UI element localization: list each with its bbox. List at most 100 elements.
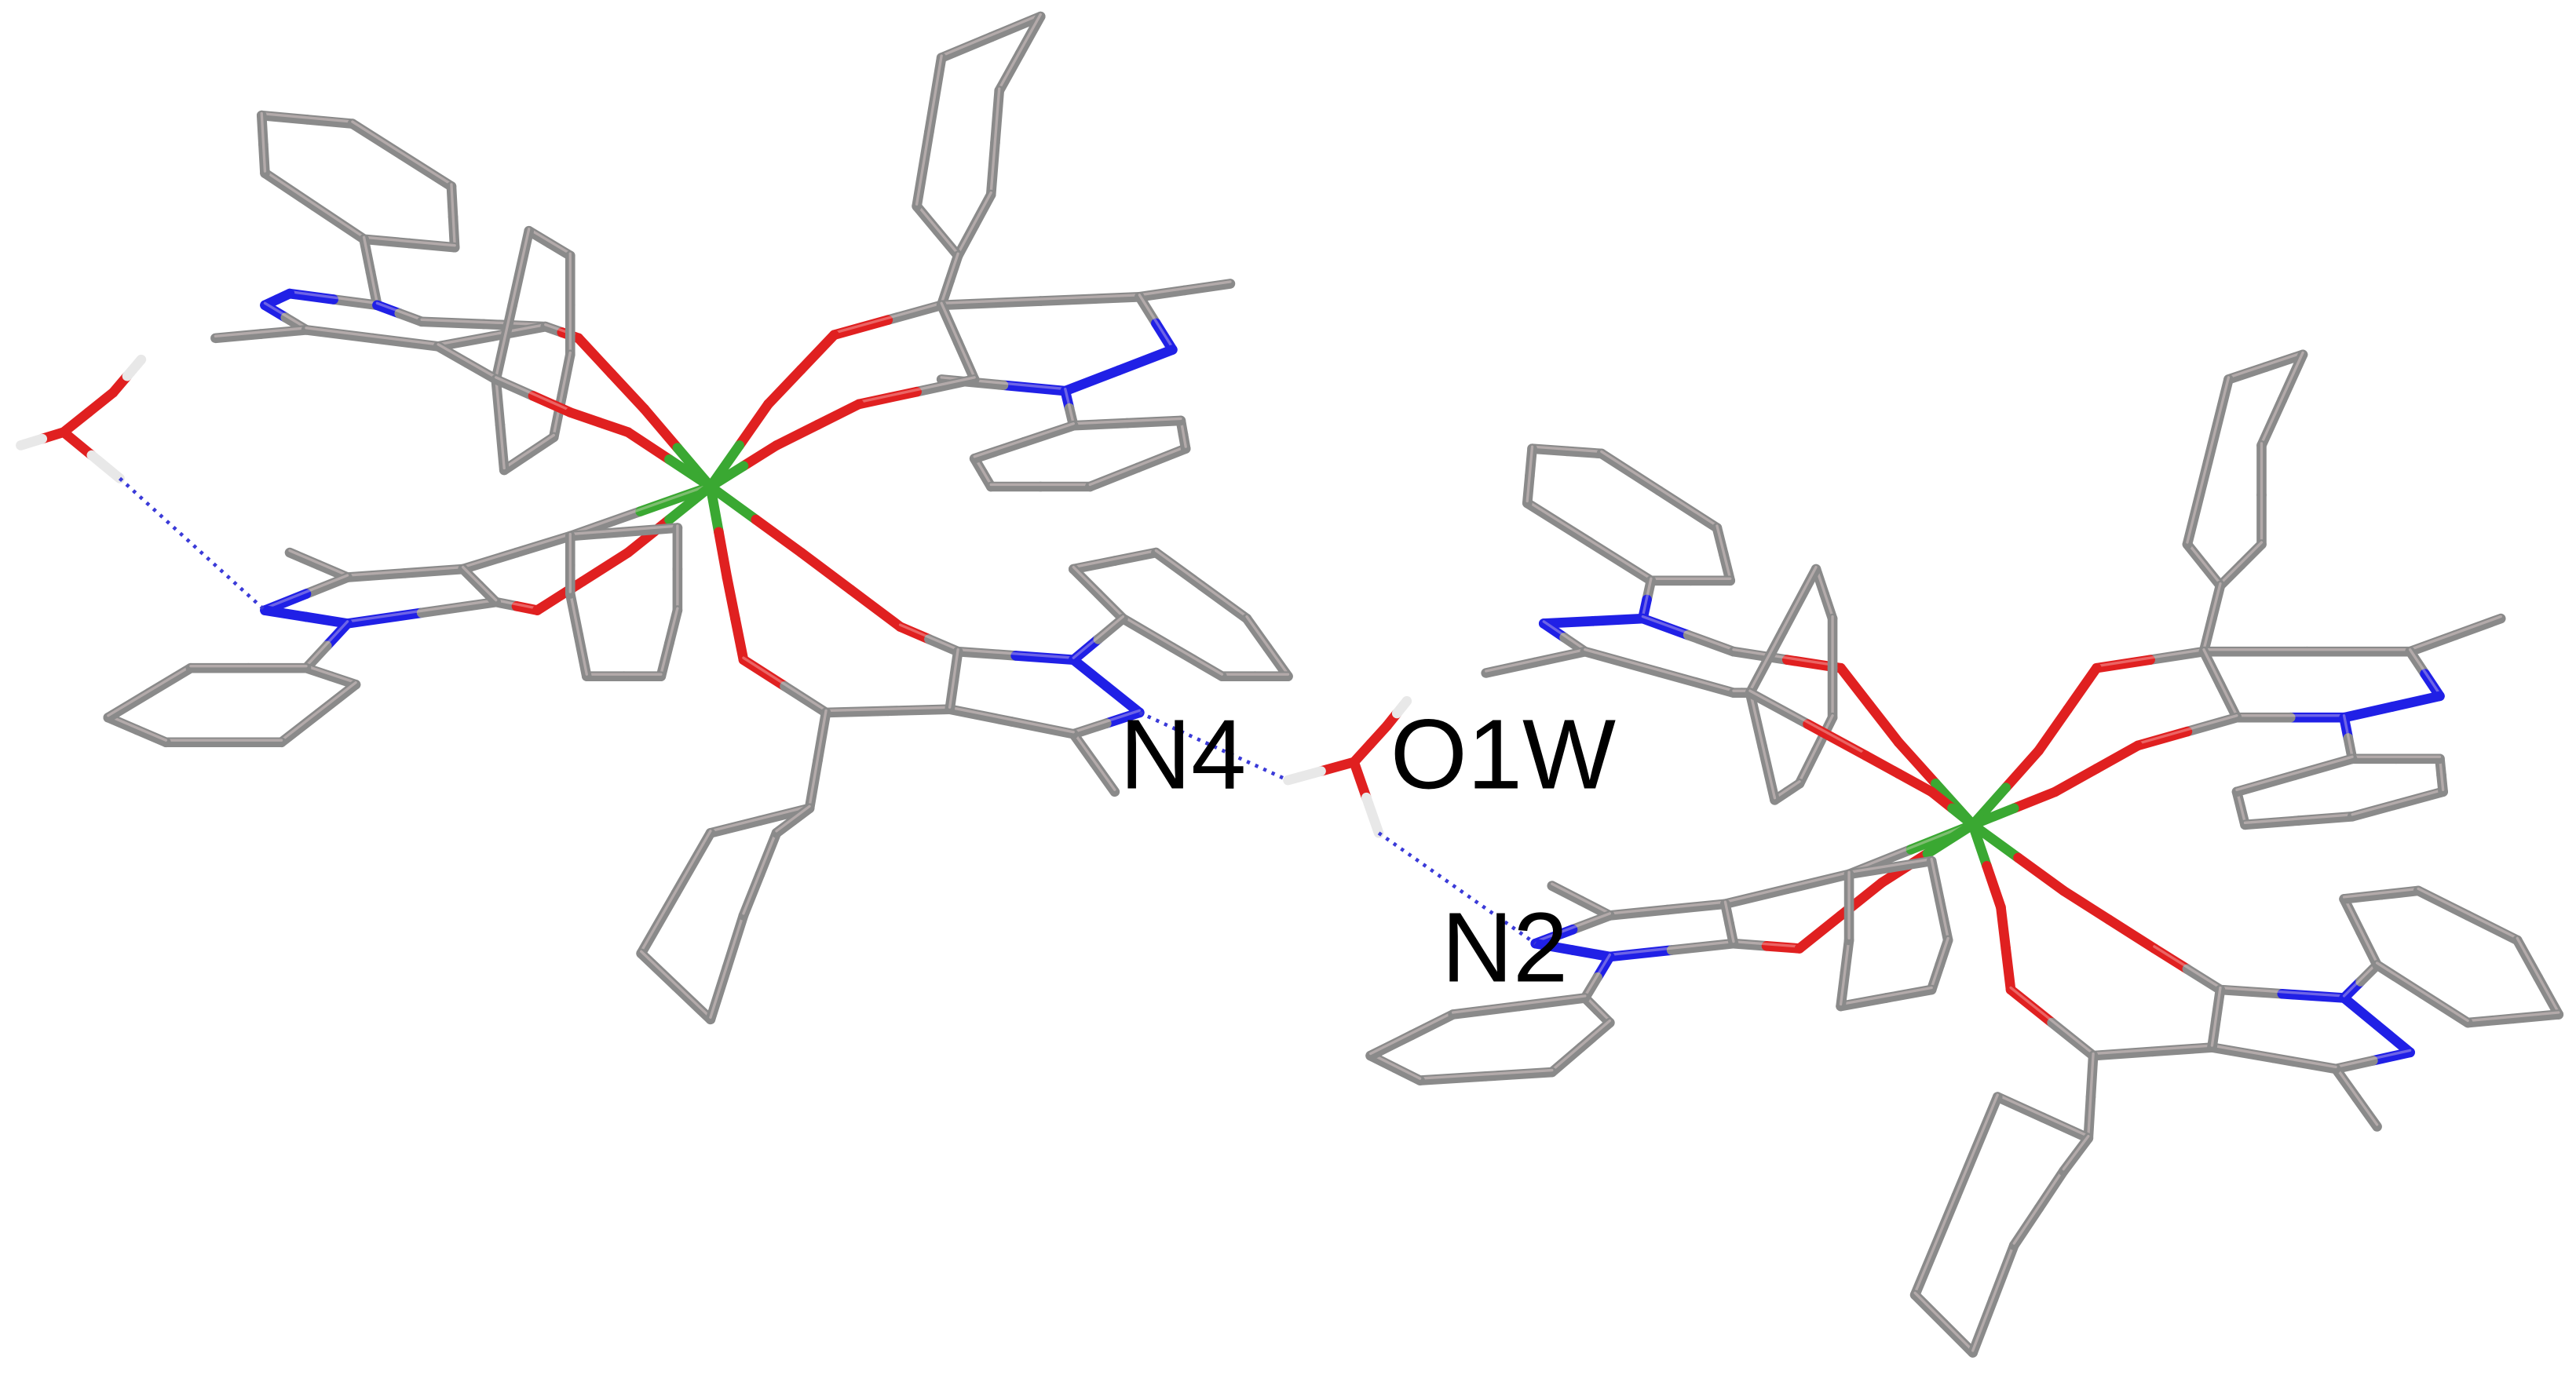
bond-163-b [1567,945,1615,962]
bond-117-highlight [1584,648,1735,692]
bond-167-b [1922,819,1978,859]
bond-34-highlight [915,54,943,206]
bond-138-a [2207,580,2226,624]
bond-174-b [1406,1009,1458,1041]
bond-159-b [1662,899,1730,915]
bond-2-b [396,150,457,192]
bond-30-highlight [998,13,1042,90]
bond-154-b [2392,786,2448,809]
bond-164-highlight [1608,939,1735,957]
bond-202-highlight [2087,1052,2095,1138]
bond-174-highlight [1368,1011,1455,1056]
bond-214-b [1361,792,1384,838]
bond-210-b [86,450,125,483]
bond-12-highlight [214,327,308,338]
bond-204-b [1909,1191,1961,1301]
bond-148-b [2132,726,2193,751]
bond-197-b [2376,885,2424,900]
bond-100-highlight [709,804,811,833]
bond-187-highlight [2153,945,2222,990]
bond-175-a [1448,1001,1525,1020]
bond-79-b [714,527,733,582]
bond-89-a [1007,717,1079,739]
bond-199-highlight [2516,936,2560,1014]
bond-162-highlight [1534,912,1612,943]
bond-103-a [705,962,733,1025]
bond-104-b [755,828,782,880]
bond-107-highlight [1530,445,1603,454]
bond-159-a [1605,904,1673,921]
bond-118-highlight [1641,615,1735,651]
bond-93-highlight [1154,549,1248,618]
bond-15-highlight [437,323,547,346]
bond-113-highlight [1641,577,1653,618]
bond-187-a [2149,943,2193,975]
bond-150-a [2008,786,2061,814]
bond-54-b [969,436,1029,464]
bond-91-b [948,646,963,686]
bond-44-b [952,337,980,385]
bond-201-a [2417,988,2473,1028]
bond-6-highlight [260,111,267,173]
bond-161-highlight [1847,821,1975,874]
bond-98-highlight [1072,615,1125,659]
bond-101-highlight [639,830,712,953]
bond-141-a [2001,745,2044,793]
bond-126-b [1745,688,1768,752]
bond-182-b [1982,861,2006,913]
label-n4: N4 [1120,699,1246,810]
bond-81-a [738,655,790,691]
bond-133-a [2277,349,2308,405]
bond-207-highlight [2012,1167,2065,1245]
bond-189-b [2372,1020,2415,1058]
bond-196-highlight [2342,896,2379,965]
bond-94-highlight [1245,615,1290,676]
bond-40-a [1135,285,1190,302]
bond-13-highlight [305,327,440,346]
bond-198-a [2413,885,2473,921]
bond-209-b [16,433,48,451]
bond-132-highlight [2227,351,2304,379]
bond-46-a [813,399,864,430]
bond-188-highlight [2219,986,2346,998]
bond-179-highlight [1839,986,1933,1006]
bond-70-a [132,724,171,748]
bond-18-a [639,403,683,453]
bond-185-b [2013,852,2069,896]
bond-92-a [1068,556,1120,575]
bond-165-a [1728,938,1772,951]
bond-148-a [2182,712,2242,737]
bond-205-a [1909,1290,1949,1329]
bond-148-highlight [2136,714,2238,746]
bond-3-a [446,181,459,222]
bond-22-a [524,432,559,459]
bond-115-highlight [1542,620,1587,651]
bond-3-b [448,212,460,253]
hydrogen-bond-layer [118,476,1537,946]
bond-190-b [2330,1056,2378,1074]
bond-183-a [1996,902,2011,954]
bond-26-b [528,391,575,418]
bond-194-highlight [2210,986,2222,1047]
bond-160-highlight [1723,870,1851,903]
bond-23-b [491,374,506,430]
bond-32-a [969,189,996,231]
bond-153-b [2293,812,2358,826]
bond-208-b [2070,1133,2094,1160]
bond-83-a [796,547,856,595]
bond-51-a [1084,462,1143,492]
bond-140-b [2033,704,2073,756]
bond-116-highlight [1485,648,1587,673]
bond-86-a [1068,655,1112,691]
bond-211-b [83,387,119,418]
bond-124-highlight [1798,714,1834,783]
bond-126-a [1757,741,1780,805]
bond-44-highlight [940,301,976,379]
bond-190-highlight [2334,1049,2412,1069]
bond-17-b [606,368,650,414]
bond-114-a [1588,613,1648,626]
bond-41-highlight [1138,294,1175,349]
bond-25-b [462,358,502,385]
bond-82-b [751,514,806,558]
